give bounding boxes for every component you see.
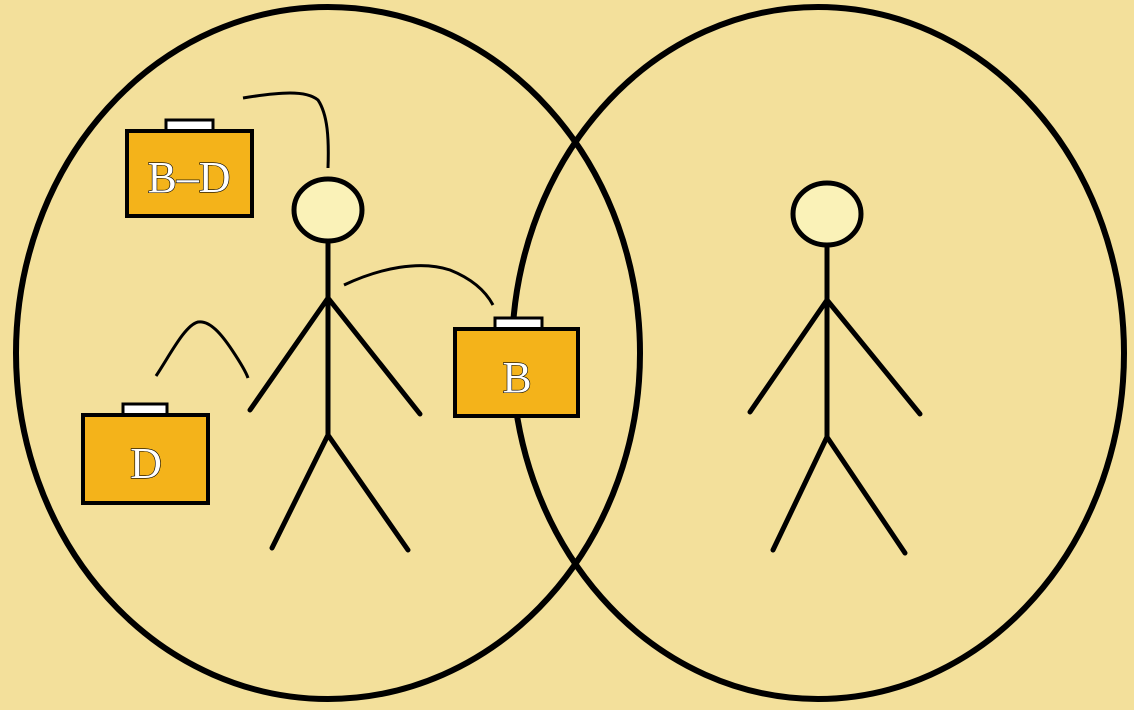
briefcase-bd-label: B–D [147,153,230,202]
left-head-icon [294,179,362,241]
briefcase-b: B [455,318,578,416]
connector-curve-bd [243,93,328,168]
briefcase-d: D [83,404,208,503]
briefcase-b-label: B [502,353,531,402]
left-stick-figure-icon [250,179,420,550]
right-stick-figure-icon [750,183,920,553]
connector-curve-b [344,266,493,305]
right-head-icon [793,183,861,245]
connector-curve-d [156,322,248,378]
right-circle-region [512,7,1124,699]
briefcase-d-label: D [130,439,162,488]
briefcase-bd: B–D [127,120,252,216]
